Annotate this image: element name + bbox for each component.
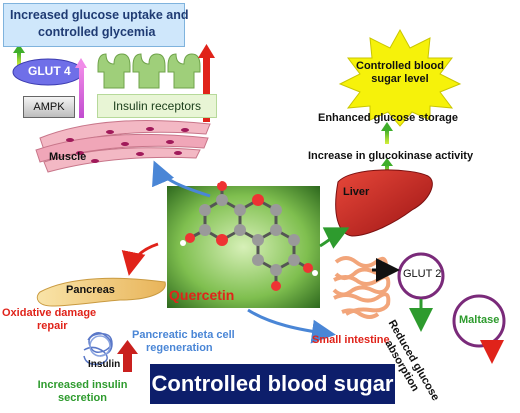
maltase-circle: [452, 294, 506, 348]
beta-cell-line2: regeneration: [146, 341, 213, 354]
liver-label: Liver: [343, 186, 370, 198]
controlled-sugar-burst: [338, 28, 462, 127]
glucose-uptake-up-arrow: [198, 44, 215, 122]
glut4-label: GLUT 4: [28, 64, 71, 78]
ampk-label: AMPK: [23, 96, 75, 118]
oxidative-line1: Oxidative damage: [2, 307, 97, 319]
increased-secretion-line2: secretion: [58, 391, 107, 404]
oxidative-line2: repair: [37, 319, 68, 332]
quercetin-label: Quercetin: [169, 287, 235, 303]
insulin-illustration: [83, 332, 113, 366]
glucose-uptake-box: Increased glucose uptake and controlled …: [3, 3, 189, 47]
insulin-receptors-label: Insulin receptors: [97, 94, 217, 118]
arrow-to-muscle: [152, 160, 211, 198]
glucose-uptake-line1: Increased glucose uptake and: [10, 8, 189, 22]
increased-insulin-secretion-label: Increased insulin secretion: [30, 379, 135, 404]
increased-secretion-line1: Increased insulin: [37, 379, 128, 391]
glut2-label: GLUT 2: [403, 268, 442, 280]
controlled-sugar-line1: Controlled blood: [356, 60, 444, 72]
small-intestine-illustration: [332, 256, 391, 319]
controlled-sugar-label: Controlled blood sugar level: [350, 60, 450, 85]
beta-cell-label: Pancreatic beta cell regeneration: [132, 329, 235, 354]
controlled-sugar-line2: sugar level: [371, 72, 429, 85]
liver-illustration: [335, 169, 433, 237]
oxidative-damage-label: Oxidative damage repair: [2, 307, 96, 332]
pancreas-illustration: [36, 277, 166, 307]
insulin-up-arrow: [117, 340, 138, 372]
controlled-blood-sugar-banner: Controlled blood sugar: [150, 364, 395, 404]
small-intestine-label: Small intestine: [312, 334, 390, 346]
arrow-to-small-intestine: [247, 308, 336, 344]
molecule-atoms: [180, 177, 318, 291]
enhanced-glucose-storage-label: Enhanced glucose storage: [318, 112, 458, 124]
insulin-receptor-icons: [97, 53, 201, 89]
beta-cell-line1: Pancreatic beta cell: [132, 329, 235, 341]
muscle-illustration: [35, 120, 211, 173]
maltase-label: Maltase: [459, 314, 500, 326]
glut4-up-arrow: [13, 44, 25, 66]
arrow-to-pancreas: [121, 242, 159, 276]
controlled-blood-sugar-title: Controlled blood sugar: [151, 371, 394, 396]
glucokinase-label: Increase in glucokinase activity: [308, 150, 474, 162]
glucose-storage-up-arrow: [381, 122, 393, 144]
arrow-to-liver: [319, 227, 350, 249]
muscle-label: Muscle: [49, 151, 87, 163]
pancreas-label: Pancreas: [66, 284, 115, 296]
insulin-label: Insulin: [88, 359, 121, 370]
ampk-up-arrow: [75, 58, 87, 118]
glucose-uptake-line2: controlled glycemia: [38, 25, 156, 40]
